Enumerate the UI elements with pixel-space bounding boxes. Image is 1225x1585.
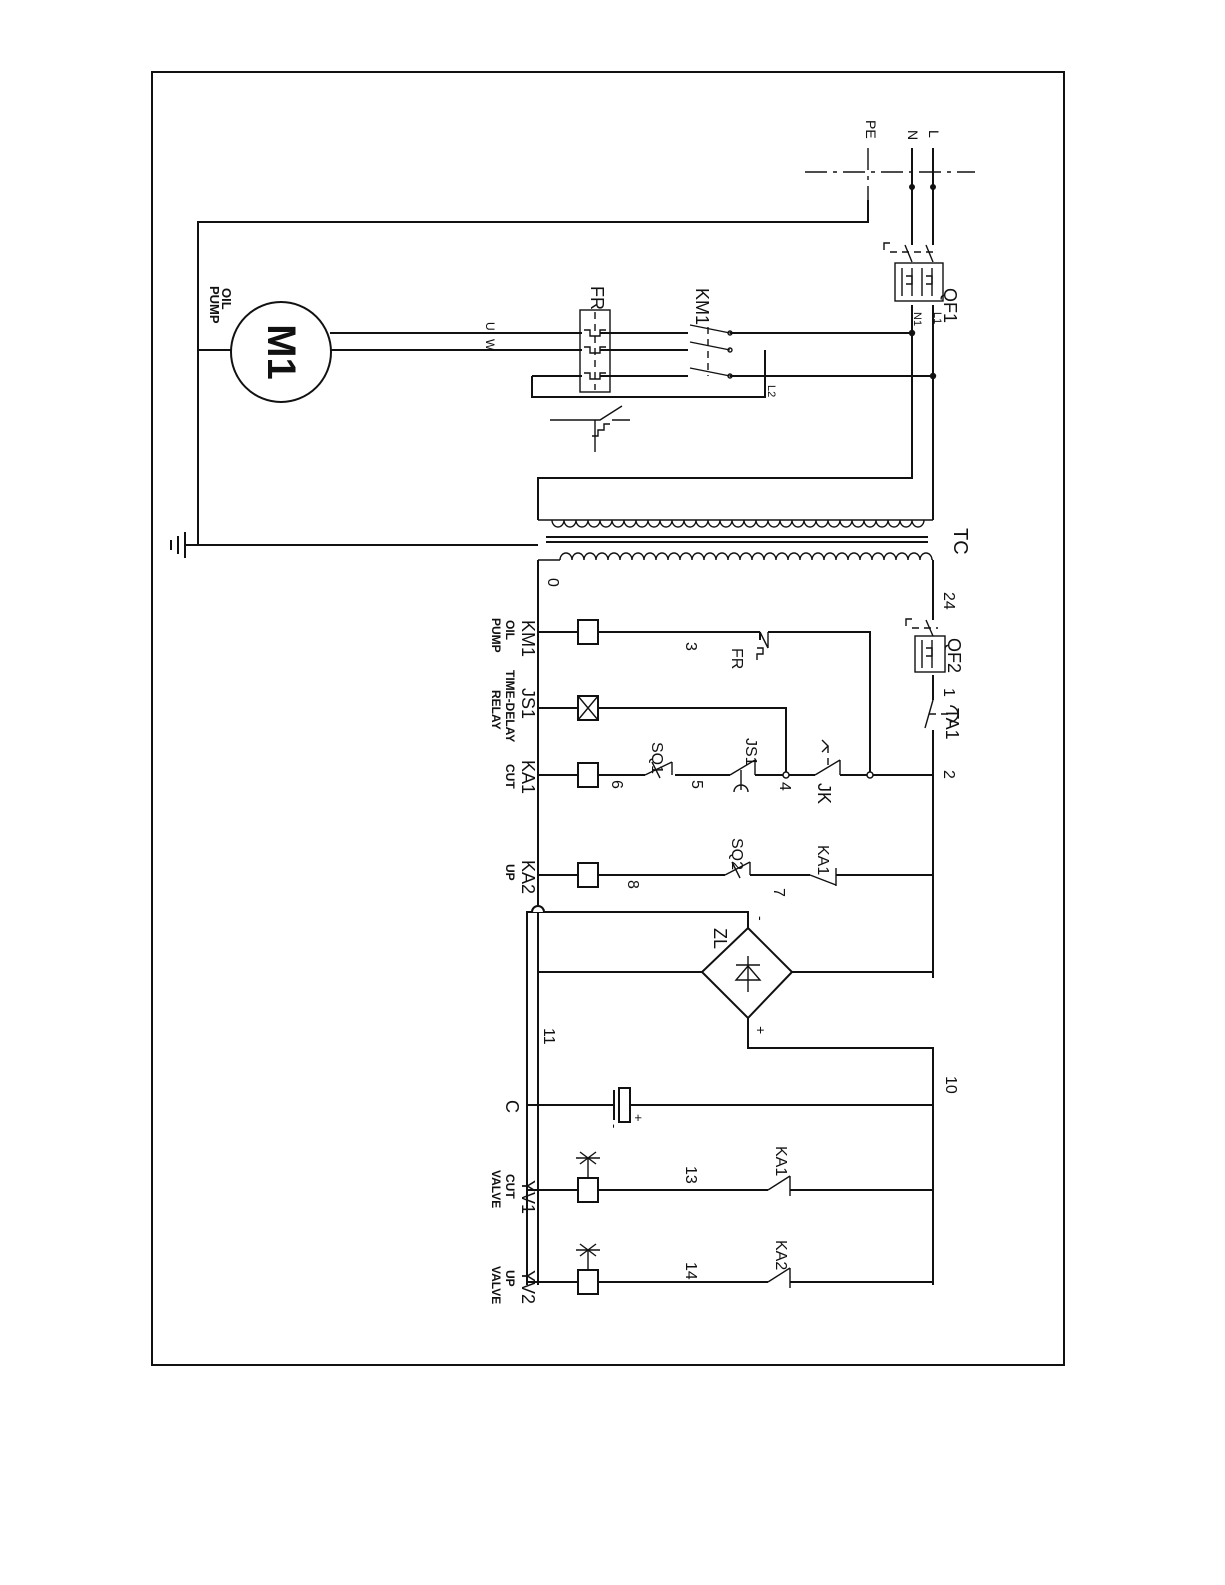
node-3-label: 3 [682, 642, 699, 651]
km1-coil [578, 620, 598, 644]
ka2-contact-label: KA2 [772, 1240, 789, 1270]
bridge-plus-label: + [753, 1026, 769, 1034]
fr-nc-contact [757, 632, 768, 660]
qf2-breaker [906, 619, 945, 672]
ka1-contact-label: KA1 [814, 845, 831, 875]
yv2-label: YV2 [518, 1270, 538, 1304]
node-5-label: 5 [688, 780, 705, 789]
ka1-no-contact [768, 1176, 790, 1196]
ka2-no-contact [768, 1268, 790, 1288]
w-label: W [483, 339, 497, 351]
sq2-label: SQ2 [728, 838, 745, 870]
yv1-label: YV1 [518, 1180, 538, 1214]
yv1-sub-label-2: VALVE [489, 1170, 503, 1208]
km1-contact-label: KM1 [692, 288, 712, 325]
c-minus-label: - [607, 1124, 622, 1128]
node-14-label: 14 [682, 1262, 699, 1280]
bridge-minus-label: - [753, 916, 769, 921]
node-1-label: 1 [940, 688, 957, 697]
yv2-sub-label-2: VALVE [489, 1266, 503, 1304]
l2-label: L2 [765, 385, 777, 397]
node-11-label: 11 [540, 1028, 557, 1045]
node-6-label: 6 [608, 780, 625, 789]
km1-coil-label: KM1 [518, 620, 538, 657]
jk-label: JK [814, 783, 834, 804]
oil-pump-label-2: PUMP [207, 286, 222, 324]
pe-label: PE [863, 120, 879, 139]
yv1-sub-label-1: CUT [503, 1174, 517, 1199]
ta1-label: TA1 [942, 708, 962, 740]
fr-relay-label: FR [587, 286, 607, 310]
ka2-coil [578, 863, 598, 887]
node-2-label: 2 [940, 770, 957, 779]
tc-label: TC [949, 528, 971, 555]
n1-label: N1 [911, 312, 923, 326]
node-8-label: 8 [624, 880, 641, 889]
yv2-sub-label-1: UP [503, 1270, 517, 1287]
yv1-solenoid-valve [576, 1152, 600, 1202]
qf2-label: QF2 [944, 638, 964, 673]
node-7-label: 7 [770, 888, 787, 897]
ka1-sub-label: CUT [503, 764, 517, 789]
js1-sub-label-2: RELAY [489, 690, 503, 730]
node-0-label: 0 [544, 578, 561, 587]
ground-icon [171, 532, 185, 558]
js1-sub-label-1: TIME-DELAY [503, 670, 517, 742]
c-plus-label: + [631, 1114, 646, 1122]
zl-label: ZL [710, 928, 730, 949]
node-13-label: 13 [682, 1166, 699, 1184]
l-label: L [926, 130, 942, 138]
ka1-contact2-label: KA1 [772, 1146, 789, 1176]
js1-contact-label: JS1 [742, 738, 759, 766]
sq1-label: SQ1 [648, 742, 665, 774]
junction-dots [783, 184, 936, 778]
jk-switch [815, 740, 840, 775]
u-label: U [483, 322, 497, 331]
m1-motor: M1 [231, 302, 331, 402]
yv2-solenoid-valve [576, 1244, 600, 1294]
ka2-sub-label: UP [503, 864, 517, 881]
js1-coil-label: JS1 [518, 688, 538, 719]
qf1-breaker [884, 243, 943, 301]
node-24-label: 24 [940, 592, 957, 610]
fr-contact-label: FR [728, 648, 745, 669]
km1-sub-label-1: OIL [503, 620, 517, 640]
ka1-coil [578, 763, 598, 787]
js1-coil [578, 696, 598, 720]
node-4-label: 4 [776, 782, 793, 791]
m1-label: M1 [259, 324, 303, 380]
ka1-coil-label: KA1 [518, 760, 538, 794]
tc-transformer [538, 520, 933, 560]
n-label: N [905, 130, 921, 140]
ka2-coil-label: KA2 [518, 860, 538, 894]
c-capacitor [614, 1088, 630, 1122]
c-label: C [502, 1100, 522, 1113]
km1-sub-label-2: PUMP [489, 618, 503, 653]
l1-label: L1 [931, 312, 943, 324]
km1-main-contacts [690, 325, 732, 378]
fr-overload-symbol [550, 406, 630, 452]
node-10-label: 10 [942, 1076, 959, 1094]
